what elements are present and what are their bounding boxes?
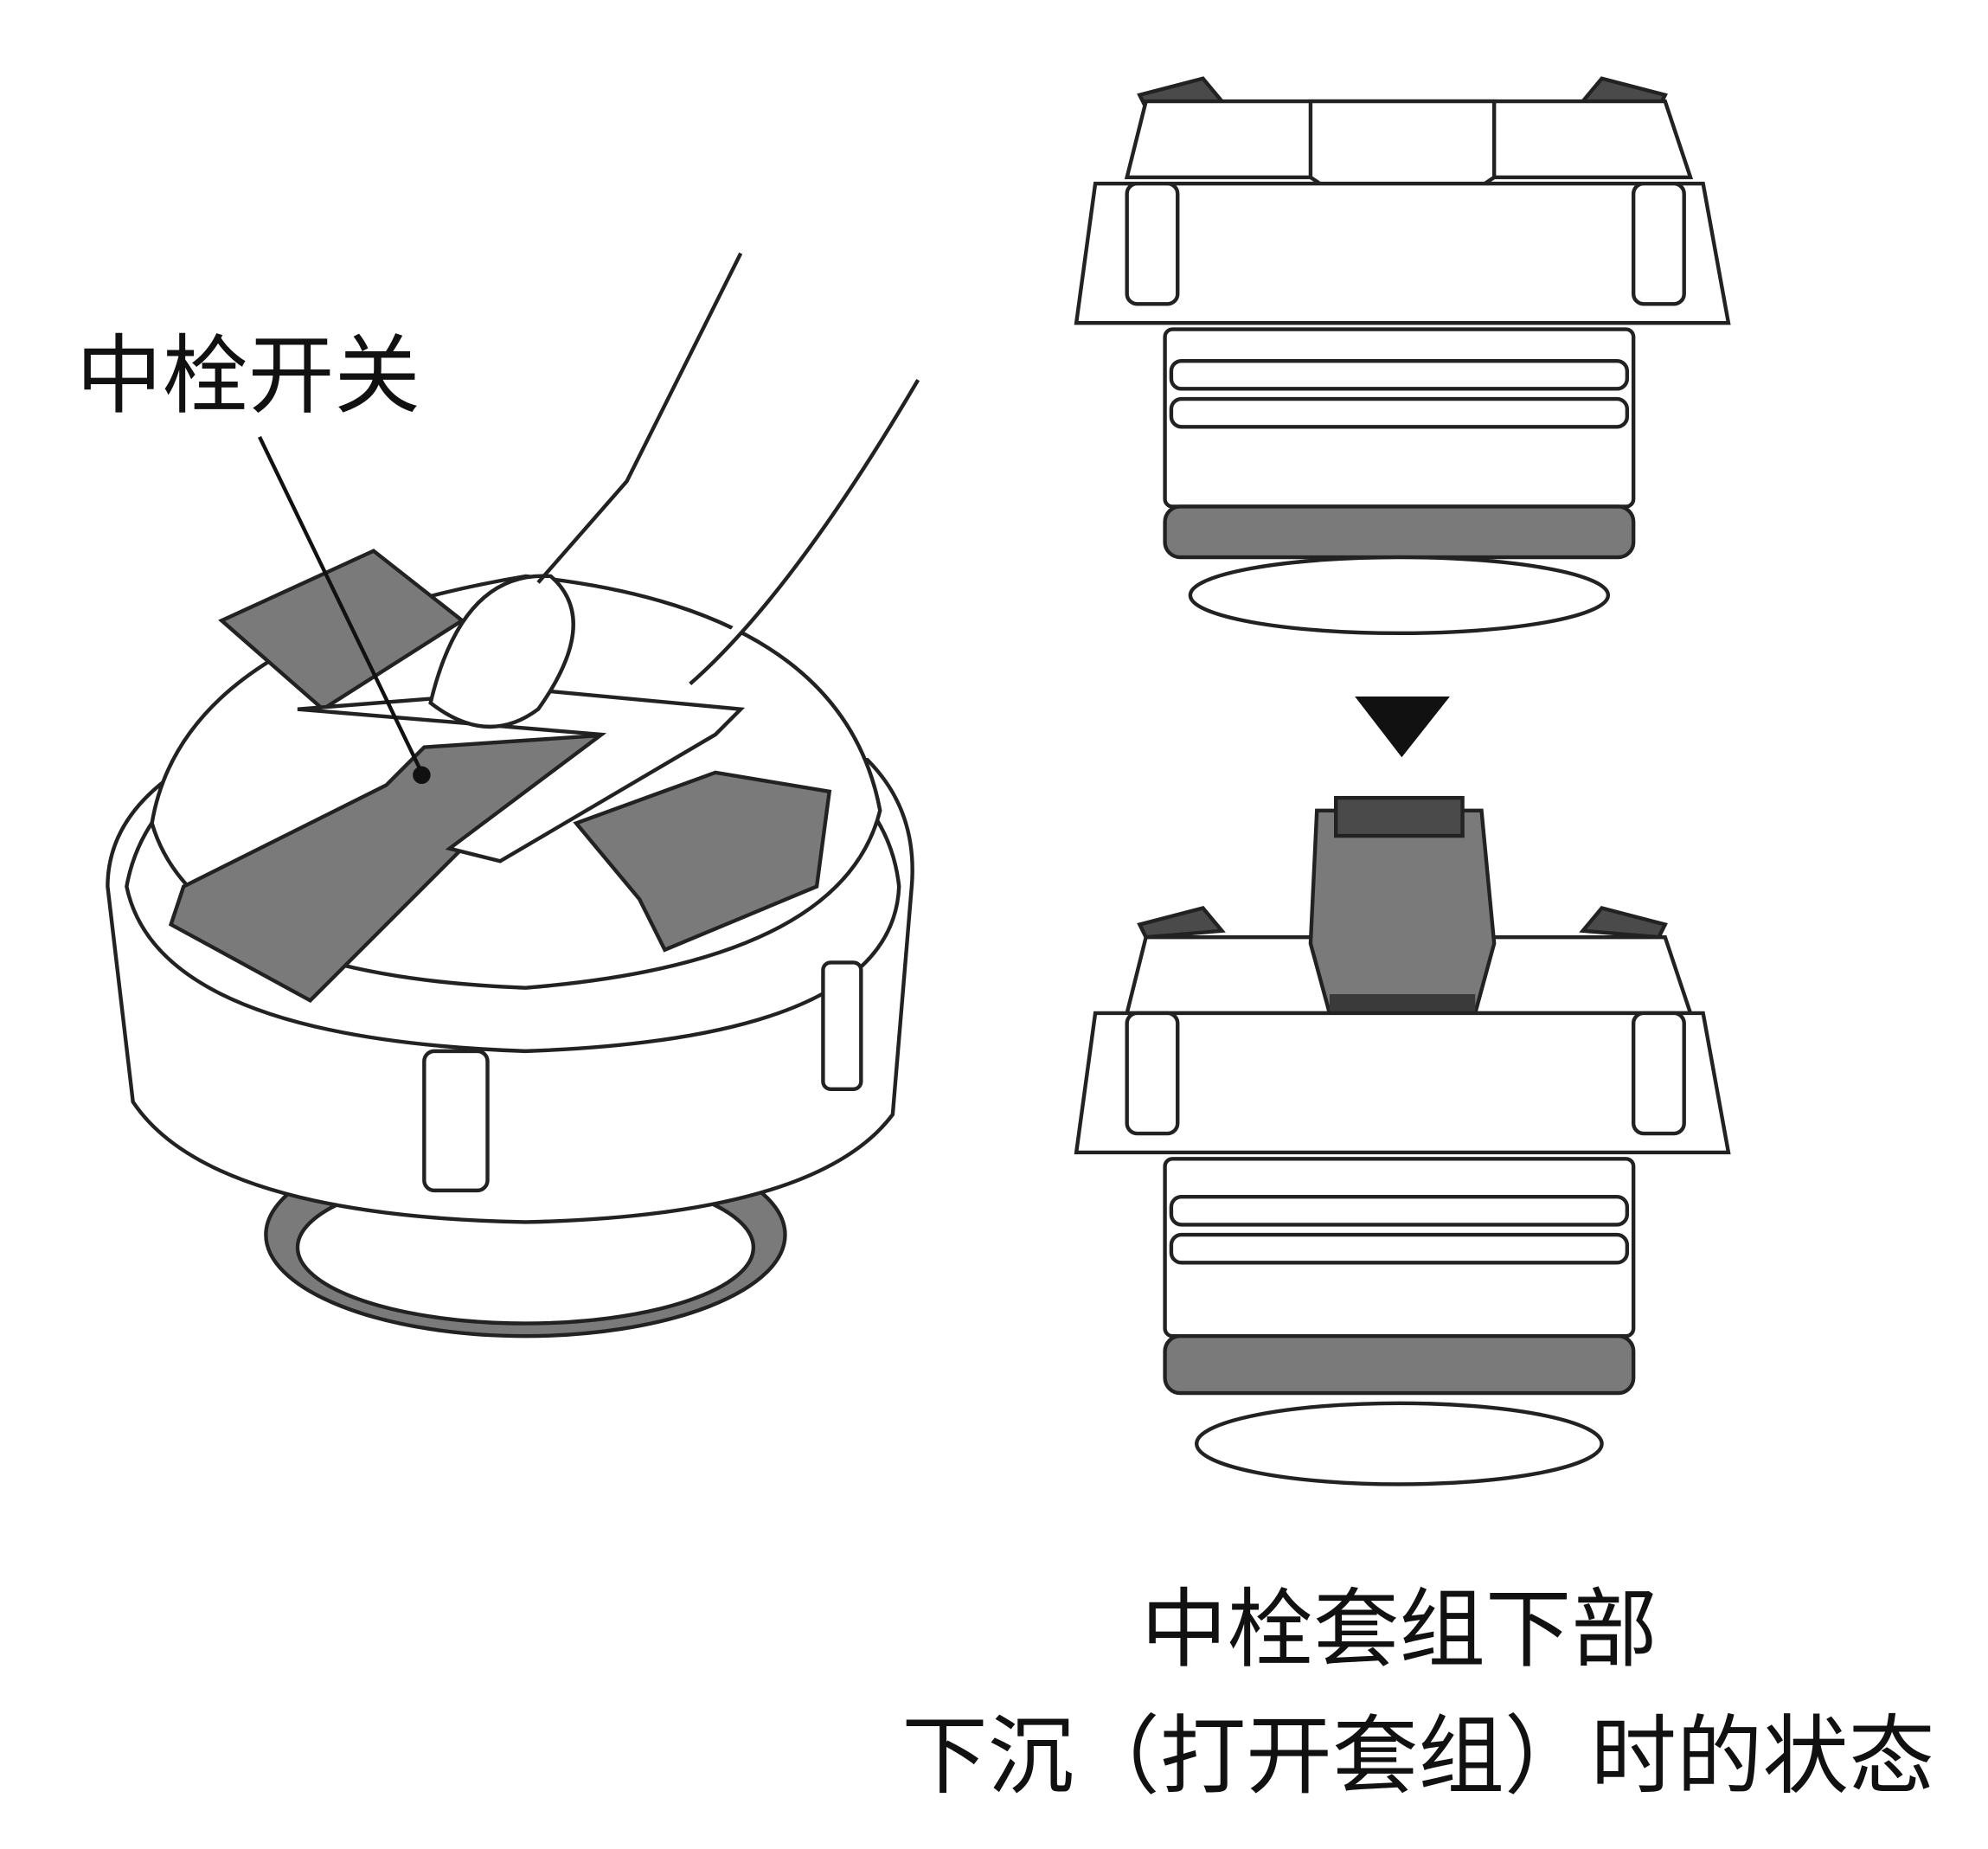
stopper-open-illustration	[1074, 795, 1731, 1486]
switch-label: 中栓开关	[76, 326, 420, 426]
stopper-perspective-illustration	[106, 252, 920, 1339]
leader-line	[258, 436, 424, 774]
caption-line-2: 下沉（打开套组）时的状态	[901, 1707, 1934, 1807]
leader-dot	[413, 766, 431, 785]
caption-line-1: 中栓套组下部	[1141, 1580, 1658, 1679]
stopper-closed-illustration	[1074, 76, 1731, 636]
down-triangle-icon	[1355, 697, 1450, 758]
